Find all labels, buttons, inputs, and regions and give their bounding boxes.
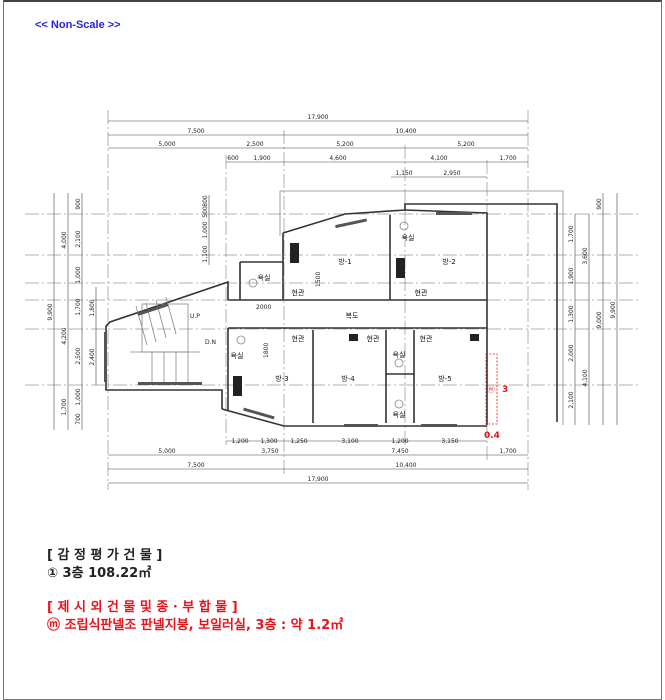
room-3-label: 방-3 [275,374,288,383]
left-dimensions: 9,900 4,000 4,200 1,700 900 2,100 1,000 … [47,193,210,430]
stair-treads [130,296,200,385]
bath-label: 욕실 [231,351,244,360]
bottom-dimensions: 1,200 1,300 1,250 3,100 1,200 3,150 5,00… [108,438,528,484]
annotation-symbol: ⓜ [487,385,495,394]
dim-label: 2,500 [75,347,82,364]
room-4-label: 방-4 [341,374,355,383]
notes: [ 감 정 평 가 건 물 ] ① 3층 108.22㎡ [ 제 시 외 건 물… [47,547,343,635]
dim-label: 1,150 [395,170,412,177]
bath-label: 욕실 [402,233,415,242]
dim-label: 1,800 [89,299,96,316]
right-dimensions: 1,700 1,900 1,300 2,000 2,100 3,600 4,10… [568,193,618,425]
dim-label: 3,100 [341,438,358,445]
dim-label: 1,000 [75,388,82,405]
entry-label: 현관 [415,288,428,297]
annotation-label: 3 [502,385,508,395]
dim-label: 1,100 [202,245,209,262]
dim-label: 4,000 [61,231,68,248]
dim-label: 10,400 [396,462,417,469]
dim-label: 2,100 [75,230,82,247]
dim-label: 1,900 [568,267,575,284]
grid-lines [25,110,640,490]
boiler-room-annotation: ⓜ 3 0.4 [484,353,508,441]
dim-label: 1,000 [202,221,209,238]
dim-label: 1,000 [75,266,82,283]
bath-label: 욕실 [393,410,406,419]
annotation-width: 0.4 [484,431,500,441]
dim-label: 2000 [256,304,271,311]
down-label: D.N [205,339,216,346]
bath-label: 욕실 [393,350,406,359]
dim-label: 1,200 [231,438,248,445]
dim-label: 1,700 [499,155,516,162]
dim-label: 1,300 [568,305,575,322]
dim-label: 700 [75,413,82,425]
room-1-label: 방-1 [338,257,351,266]
dim-label: 10,400 [396,128,417,135]
dim-label: 4,100 [582,369,589,386]
dim-label: 800 [202,195,209,207]
room-2-label: 방-2 [442,257,455,266]
dim-label: 5,000 [158,141,175,148]
excluded-title: [ 제 시 외 건 물 및 종 · 부 합 물 ] [47,600,238,615]
dim-label: 1,700 [499,448,516,455]
non-scale-note: << Non-Scale >> [35,19,121,31]
entry-label: 현관 [367,334,380,343]
dim-label: 17,900 [308,476,329,483]
dim-label: 7,500 [187,462,204,469]
dim-label: 900 [75,198,82,210]
room-5-label: 방-5 [438,374,451,383]
dim-label: 1,250 [290,438,307,445]
appraisal-title: [ 감 정 평 가 건 물 ] [47,548,163,563]
dim-label: 1,900 [253,155,270,162]
entry-label: 현관 [292,288,305,297]
dim-label: 500 [202,206,209,218]
dim-label: 9,900 [610,301,617,318]
dim-label: 17,900 [308,114,329,121]
dim-label: 9,000 [596,311,603,328]
dim-label: 2,100 [568,391,575,408]
dim-label: 3,600 [582,247,589,264]
dim-label: 1,300 [260,438,277,445]
dim-label: 1500 [315,272,322,287]
dim-label: 900 [596,198,603,210]
dim-label: 1,700 [61,398,68,415]
dim-label: 7,450 [391,448,408,455]
dim-label: 1800 [263,343,270,358]
dim-label: 7,500 [187,128,204,135]
up-label: U.P [190,313,200,320]
dim-label: 1,700 [568,225,575,242]
dim-label: 5,200 [457,141,474,148]
dim-label: 5,200 [336,141,353,148]
entry-label: 현관 [292,334,305,343]
corridor-label: 복도 [346,312,359,320]
dim-label: 2,500 [246,141,263,148]
dim-label: 4,100 [430,155,447,162]
dim-label: 4,200 [61,327,68,344]
excluded-item: ⓜ 조립식판넬조 판넬지붕, 보일러실, 3층 : 약 1.2㎡ [47,618,344,633]
dim-label: 600 [227,155,239,162]
dim-label: 3,150 [441,438,458,445]
dim-label: 1,200 [391,438,408,445]
entry-label: 현관 [420,334,433,343]
dim-label: 5,000 [158,448,175,455]
bath-label: 욕실 [258,273,271,282]
dim-label: 2,950 [443,170,460,177]
dim-label: 2,400 [89,348,96,365]
room-labels: 방-1 방-2 방-3 방-4 방-5 복도 욕실 욕실 욕실 욕실 욕실 현관… [190,233,456,419]
dim-label: 4,600 [329,155,346,162]
appraisal-item: ① 3층 108.22㎡ [47,566,152,581]
top-dimensions: 17,900 7,500 10,400 5,000 2,500 5,200 5,… [108,114,528,178]
dim-label: 3,750 [261,448,278,455]
dim-label: 9,900 [47,303,54,320]
dim-label: 1,700 [75,298,82,315]
dim-label: 2,000 [568,344,575,361]
walls [104,190,564,427]
